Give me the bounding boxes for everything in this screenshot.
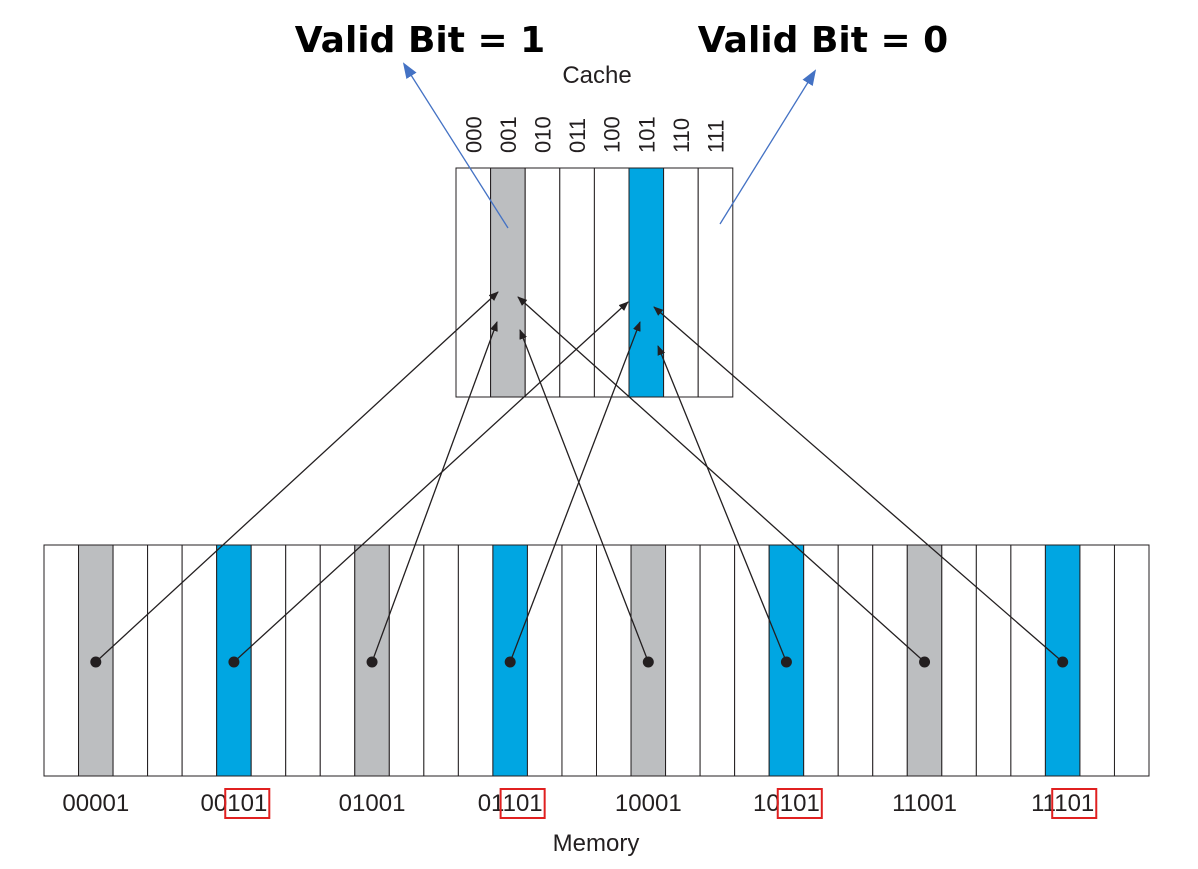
memory-block-dot (780, 656, 792, 668)
cache-line-110 (663, 167, 699, 398)
cache-line-010 (524, 167, 561, 398)
memory-block-cell (1079, 544, 1115, 777)
mapping-arrow (95, 291, 499, 663)
cache-index-label: 110 (669, 118, 694, 153)
cache-index-label: 101 (634, 116, 659, 153)
valid-bit-0-arrow (719, 69, 817, 225)
cache-index-label: 011 (565, 118, 590, 153)
memory-block-cell (596, 544, 632, 777)
memory-block-cell (250, 544, 287, 777)
cache-index-label: 010 (531, 116, 556, 153)
memory-block-cell (112, 544, 149, 777)
cache-index-label: 111 (704, 120, 729, 153)
memory-address-label: 11001 (892, 790, 957, 817)
memory-block-cell (526, 544, 563, 777)
memory-block-cell (734, 544, 770, 777)
mapping-arrows (90, 291, 1069, 668)
cache-line-000 (455, 167, 492, 398)
memory-block-cell (665, 544, 701, 777)
memory-block-cell (457, 544, 494, 777)
cache-line-001 (490, 167, 526, 398)
index-bits-box (224, 788, 271, 819)
memory-block-cell (699, 544, 736, 777)
memory-block-cell (43, 544, 80, 777)
memory-block-dot (366, 656, 378, 668)
memory-block-cell (803, 544, 839, 777)
valid-bit-1-label: Valid Bit = 1 (295, 20, 545, 61)
cache-index-label: 000 (461, 116, 486, 153)
memory-block-dot (504, 656, 516, 668)
memory-block (43, 544, 1150, 777)
mapping-arrow (653, 306, 1064, 663)
memory-block-cell (561, 544, 597, 777)
memory-block-cell (181, 544, 218, 777)
valid-bit-1-arrow (402, 62, 509, 229)
memory-block-cell (285, 544, 321, 777)
memory-address-label: 01001 (339, 790, 406, 817)
memory-address-label: 10101 (753, 790, 820, 817)
cache-line-111 (697, 167, 734, 398)
memory-block-dot (919, 656, 931, 668)
memory-block-cell (1113, 544, 1150, 777)
memory-address-labels: 00001 00101 01001 01101 10001 10101 11001 11101 (62, 788, 1098, 819)
memory-block-cell (837, 544, 874, 777)
cache-index-label: 100 (600, 116, 625, 153)
index-bits-box (1051, 788, 1098, 819)
mapping-arrow (371, 321, 498, 663)
memory-address-label: 00001 (62, 790, 129, 817)
memory-block-cell (147, 544, 183, 777)
memory-address-label: 00101 (201, 790, 268, 817)
annotation-arrows (402, 62, 817, 229)
mapping-arrow (517, 296, 925, 663)
memory-block-cell (872, 544, 908, 777)
cache-block (455, 167, 734, 398)
memory-block-cell (1010, 544, 1046, 777)
memory-block-dot (90, 656, 102, 668)
cache-label: Cache (562, 62, 631, 89)
memory-block-cell (423, 544, 459, 777)
memory-address-label: 01101 (478, 790, 543, 817)
mapping-arrow (519, 329, 649, 663)
index-bits-box (499, 788, 546, 819)
cache-index-labels: 000 001 010 011 100 101 110 111 (461, 116, 728, 153)
memory-block-dot (1057, 656, 1069, 668)
memory-label: Memory (553, 830, 640, 857)
valid-bit-0-label: Valid Bit = 0 (698, 20, 948, 61)
cache-line-100 (593, 167, 630, 398)
mapping-arrow (509, 321, 641, 663)
memory-address-label: 11101 (1031, 790, 1094, 817)
memory-block-cell (941, 544, 977, 777)
memory-block-cell (319, 544, 356, 777)
index-bits-box (776, 788, 823, 819)
memory-block-cell (975, 544, 1012, 777)
cache-line-101 (628, 167, 665, 398)
cache-line-011 (559, 167, 595, 398)
cache-index-label: 001 (496, 116, 521, 153)
memory-address-label: 10001 (615, 790, 682, 817)
memory-block-cell (388, 544, 425, 777)
mapping-arrow (657, 345, 788, 663)
memory-block-dot (228, 656, 240, 668)
mapping-arrow (233, 301, 629, 663)
memory-block-dot (642, 656, 654, 668)
